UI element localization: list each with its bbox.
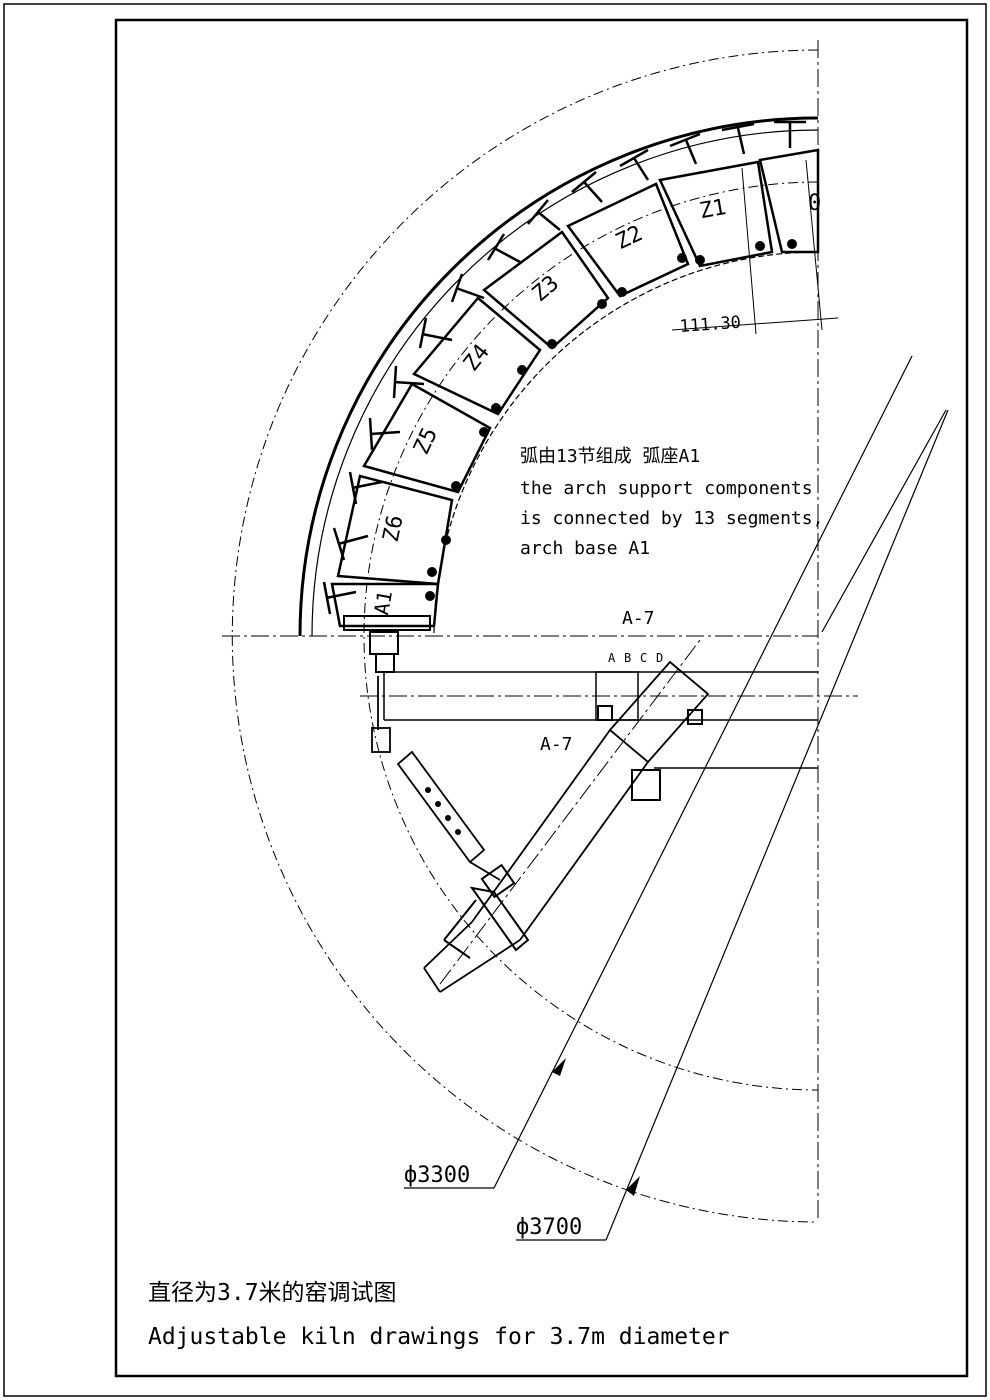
diameter-inner-label: ф3300 [404, 1163, 470, 1188]
arc-3700 [231, 49, 819, 1223]
hole-letters: A B C D [608, 651, 663, 665]
segment-label-z2: Z2 [612, 221, 647, 255]
segment-blocks [330, 148, 820, 628]
hole-letter-d: D [656, 651, 663, 665]
segment-label-a1: A1 [369, 589, 397, 617]
title-cn: 直径为3.7米的窑调试图 [148, 1280, 397, 1306]
hole-letter-c: C [640, 651, 647, 665]
segment-label-z1: Z1 [698, 195, 728, 224]
leader-lines [493, 355, 949, 1241]
segment-label-z4: Z4 [459, 340, 495, 376]
turnbuckle [371, 676, 501, 881]
dimension-111-30 [671, 159, 839, 335]
segment-label-0: 0 [808, 191, 821, 216]
leader-arrows [552, 1058, 640, 1196]
note-en-line2: is connected by 13 segments, [520, 508, 823, 529]
diameter-outer-label: ф3700 [516, 1215, 582, 1240]
arch-base-plate [343, 615, 431, 673]
strut-centerline [439, 639, 701, 985]
inclined-strut [423, 660, 710, 993]
arch-outer-rail [298, 116, 819, 637]
outer-border [3, 3, 987, 1397]
segment-label-z5: Z5 [409, 424, 443, 459]
hole-letter-b: B [624, 651, 631, 665]
arch-outer-rail-2 [311, 129, 819, 637]
hole-letter-a: A [608, 651, 616, 665]
note-cn: 弧由13节组成 弧座A1 [520, 446, 700, 467]
segment-label-z3: Z3 [528, 271, 564, 307]
segment-label-z6: Z6 [379, 513, 409, 544]
dimension-label: 111.30 [679, 313, 742, 337]
note-en-line3: arch base A1 [520, 538, 650, 559]
strut-foot [443, 863, 530, 959]
inner-frame [114, 18, 969, 1378]
section-label-bottom: A-7 [540, 734, 573, 755]
t-clamps [322, 120, 806, 615]
title-en: Adjustable kiln drawings for 3.7m diamet… [148, 1324, 730, 1350]
turnbuckle-holes [425, 787, 461, 835]
note-en-line1: the arch support components [520, 478, 813, 499]
small-brackets [597, 705, 703, 801]
segment-pins [425, 239, 797, 601]
arc-3300 [363, 181, 819, 1091]
section-label-top: A-7 [622, 608, 655, 629]
